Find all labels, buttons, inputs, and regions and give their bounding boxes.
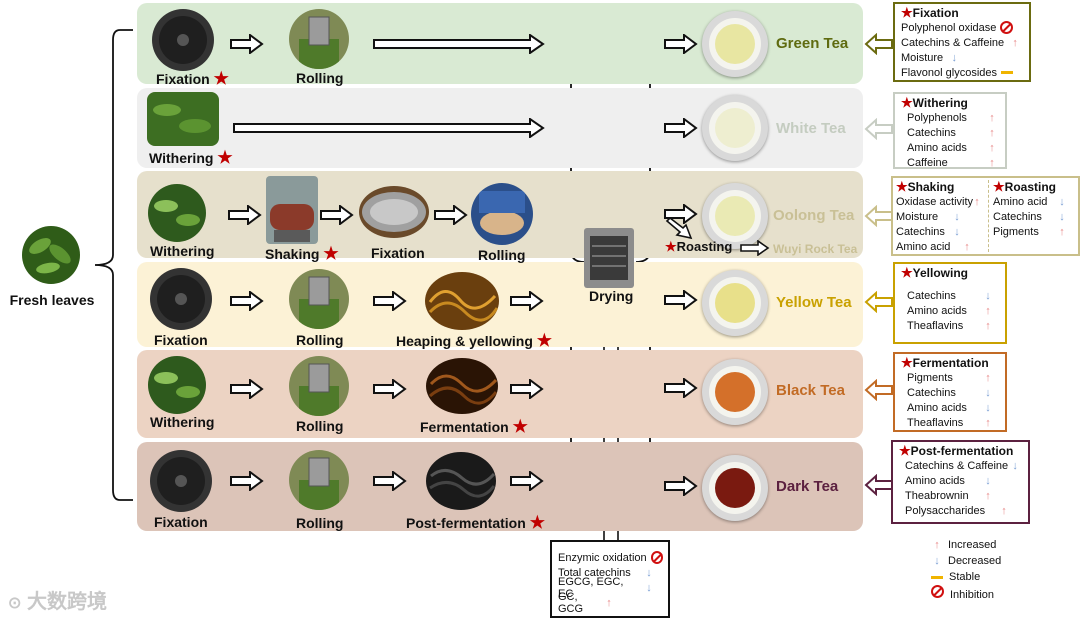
arrow-icon [510, 471, 544, 491]
arrow-left-icon [864, 291, 893, 313]
rolling-machine-photo [289, 450, 349, 510]
arrow-icon [664, 290, 698, 310]
arrow-icon [434, 205, 468, 225]
dark-step-rolling: Rolling [296, 515, 344, 531]
black-step-withering: Withering [150, 414, 215, 430]
dark-tea-cup [702, 455, 768, 521]
drying-info-box: Enzymic oxidation Total catechins↓ EGCG,… [550, 540, 670, 618]
oolong-tea-label: Oolong Tea [773, 207, 855, 224]
heaping-leaves-photo [425, 272, 499, 330]
arrow-down-icon [665, 218, 693, 240]
post-fermentation-info-box: ★Post-fermentation Catechins & Caffeine↓… [891, 440, 1030, 524]
arrow-icon [373, 291, 407, 311]
arrow-icon [510, 291, 544, 311]
withering-tray-photo [147, 92, 219, 146]
white-tea-cup [702, 95, 768, 161]
arrow-left-icon [864, 205, 893, 227]
fixation-machine-photo [152, 9, 214, 71]
white-tea-label: White Tea [776, 120, 846, 137]
fixation-machine-photo [150, 450, 212, 512]
arrow-icon [373, 34, 545, 54]
arrow-icon [740, 240, 770, 256]
black-step-rolling: Rolling [296, 418, 344, 434]
divider [988, 180, 989, 252]
yellow-step-fixation: Fixation [154, 332, 208, 348]
green-step-fixation: Fixation ★ [156, 69, 229, 88]
stable-icon [1001, 71, 1013, 74]
legend: ↑Increased ↓Decreased Stable Inhibition [930, 537, 1001, 603]
fermentation-info-box: ★Fermentation Pigments↑ Catechins↓ Amino… [893, 352, 1007, 432]
hand-rolling-photo [471, 183, 533, 245]
green-tea-label: Green Tea [776, 35, 849, 52]
arrow-icon [664, 34, 698, 54]
fixation-pan-photo [359, 186, 429, 238]
fresh-leaves-photo [22, 226, 80, 284]
watermark: ⊙ 大数跨境 [8, 591, 107, 613]
arrow-left-icon [864, 379, 893, 401]
arrow-left-icon [864, 118, 893, 140]
withering-leaves-photo [148, 356, 206, 414]
arrow-icon [230, 34, 264, 54]
black-tea-cup [702, 359, 768, 425]
wuyi-rock-tea-label: Wuyi Rock Tea [773, 242, 858, 256]
roasting-info: ★Roasting Amino acid↓ Catechins↓ Pigment… [993, 179, 1065, 238]
rolling-machine-photo [289, 356, 349, 416]
oolong-step-rolling: Rolling [478, 247, 526, 263]
oolong-step-fixation: Fixation [371, 245, 425, 261]
legend-decreased: Decreased [948, 555, 1002, 567]
black-tea-label: Black Tea [776, 382, 845, 399]
yellow-step-rolling: Rolling [296, 332, 344, 348]
inhibition-icon [1000, 21, 1014, 34]
roasting-label: ★Roasting [665, 239, 733, 254]
fixation-machine-photo [150, 268, 212, 330]
legend-increased: Increased [948, 539, 997, 551]
oolong-step-shaking: Shaking ★ [265, 244, 339, 263]
fresh-leaves-label: Fresh leaves [9, 292, 95, 308]
drying-machine-photo [584, 228, 634, 288]
arrow-icon [228, 205, 262, 225]
arrow-icon [373, 379, 407, 399]
green-tea-cup [702, 11, 768, 77]
arrow-icon [230, 291, 264, 311]
black-step-fermentation: Fermentation ★ [420, 417, 528, 436]
legend-stable: Stable [949, 571, 981, 583]
dark-tea-label: Dark Tea [776, 478, 839, 495]
inhibition-icon [931, 585, 944, 598]
arrow-icon [664, 476, 698, 496]
dark-step-post-fermentation: Post-fermentation ★ [406, 513, 545, 532]
arrow-icon [510, 379, 544, 399]
arrow-left-icon [864, 474, 893, 496]
rolling-machine-photo [289, 9, 349, 69]
green-step-rolling: Rolling [296, 70, 344, 86]
shaking-machine-photo [266, 176, 318, 244]
withering-leaves-photo [148, 184, 206, 242]
arrow-icon [320, 205, 354, 225]
legend-inhibition: Inhibition [950, 589, 995, 601]
post-fermented-leaves-photo [426, 452, 496, 510]
arrow-icon [664, 204, 698, 224]
white-step-withering: Withering ★ [149, 148, 233, 167]
arrow-icon [373, 471, 407, 491]
inhibition-icon [650, 551, 663, 564]
arrow-icon [230, 471, 264, 491]
drying-label: Drying [589, 288, 634, 304]
yellow-tea-cup [702, 270, 768, 336]
fermented-leaves-photo [426, 358, 498, 414]
yellow-step-heaping: Heaping & yellowing ★ [396, 331, 553, 350]
oolong-step-withering: Withering [150, 243, 215, 259]
yellow-tea-label: Yellow Tea [776, 294, 852, 311]
withering-info-box: ★Withering Polyphenols↑ Catechins↑ Amino… [893, 92, 1007, 169]
arrow-icon [664, 378, 698, 398]
shaking-info: ★Shaking Oxidase activity↑ Moisture↓ Cat… [896, 179, 980, 253]
rolling-machine-photo [289, 269, 349, 329]
shaking-roasting-info-box: ★Shaking Oxidase activity↑ Moisture↓ Cat… [891, 176, 1080, 256]
yellowing-info-box: ★Yellowing Catechins↓ Amino acids↑ Theaf… [893, 262, 1007, 344]
arrow-icon [230, 379, 264, 399]
arrow-left-icon [864, 33, 893, 55]
fixation-info-box: ★Fixation Polyphenol oxidase Catechins &… [893, 2, 1031, 82]
oolong-tea-cup [702, 183, 768, 249]
arrow-icon [664, 118, 698, 138]
dark-step-fixation: Fixation [154, 514, 208, 530]
arrow-icon [233, 118, 545, 138]
